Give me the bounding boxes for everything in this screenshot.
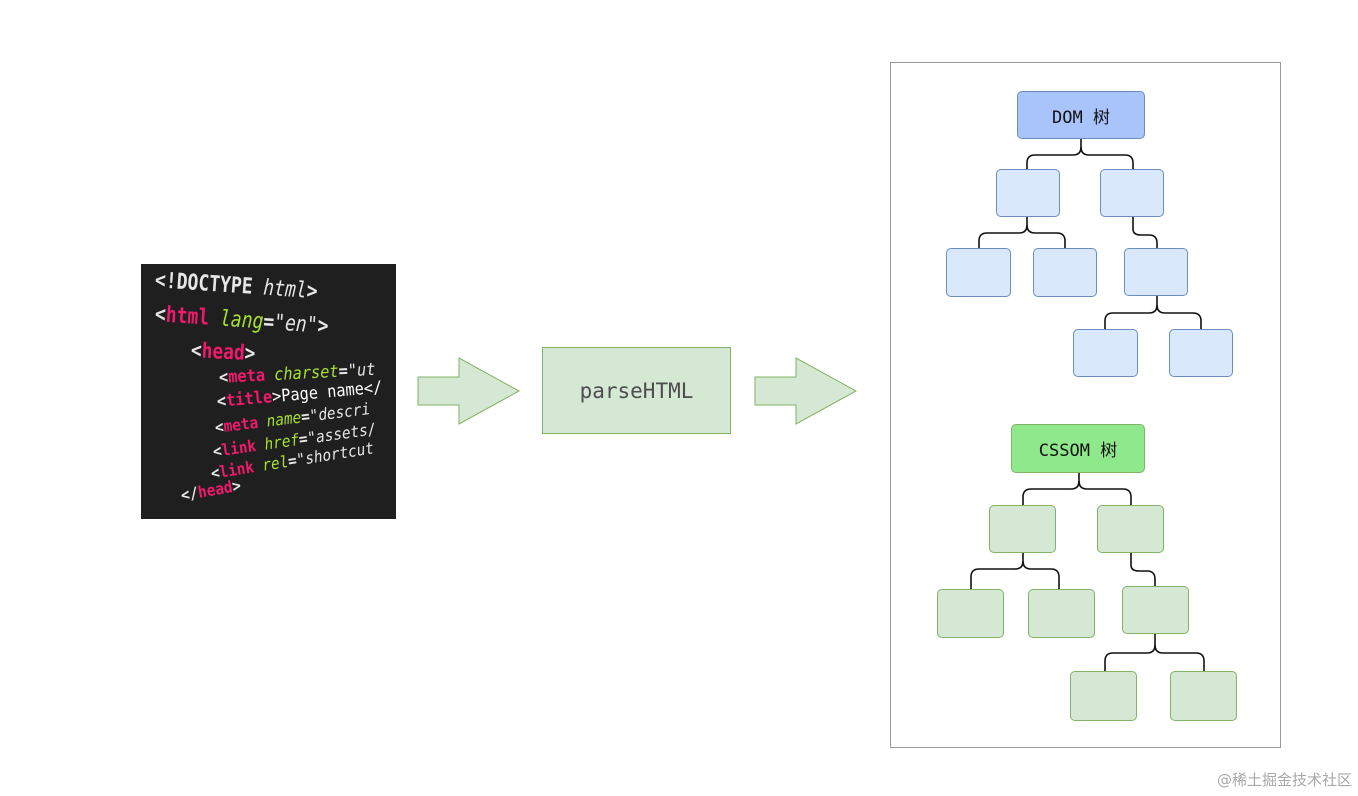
dom-edge	[1080, 146, 1134, 169]
cssom-tree-root: CSSOM 树	[1011, 424, 1145, 473]
parse-html-label: parseHTML	[579, 378, 694, 403]
code-line-doctype: <!DOCTYPE html>	[154, 268, 319, 305]
cssom-node	[1122, 586, 1189, 634]
cssom-node	[937, 589, 1004, 638]
html-code-image: <!DOCTYPE html> <html lang="en"> <head> …	[141, 264, 396, 519]
cssom-edge	[1078, 480, 1132, 505]
dom-node	[946, 248, 1011, 297]
cssom-tree-label: CSSOM 树	[1038, 441, 1118, 461]
cssom-node	[989, 505, 1056, 553]
dom-tree-label: DOM 树	[1052, 107, 1110, 128]
dom-node	[1100, 169, 1164, 217]
cssom-node	[1097, 505, 1164, 553]
dom-node	[996, 169, 1060, 217]
dom-node	[1169, 329, 1233, 377]
code-line-html: <html lang="en">	[154, 302, 330, 340]
cssom-edge	[1130, 553, 1156, 586]
parse-html-box: parseHTML	[542, 347, 731, 434]
dom-edge	[1132, 217, 1158, 248]
cssom-edge	[1022, 560, 1060, 589]
cssom-edge	[1104, 634, 1156, 671]
cssom-node	[1070, 671, 1137, 721]
dom-tree-root: DOM 树	[1017, 91, 1145, 139]
code-line-head-close: </head>	[179, 475, 243, 505]
dom-edge	[978, 217, 1028, 248]
dom-edge	[1104, 296, 1158, 329]
dom-edge	[1156, 304, 1202, 329]
dom-node	[1124, 248, 1188, 296]
arrow-right-icon	[754, 357, 858, 425]
arrow-right-icon	[417, 357, 521, 425]
cssom-node	[1170, 671, 1237, 721]
tree-output-frame: DOM 树 CSSOM 树	[890, 62, 1281, 748]
dom-node	[1033, 248, 1097, 297]
dom-edge	[1026, 139, 1082, 169]
cssom-edge	[1154, 644, 1205, 671]
cssom-node	[1028, 589, 1095, 638]
dom-edge	[1026, 224, 1066, 248]
cssom-edge	[970, 553, 1024, 589]
watermark: @稀土掘金技术社区	[1216, 771, 1352, 789]
dom-node	[1073, 329, 1138, 377]
tree-connectors	[970, 139, 1205, 671]
cssom-edge	[1022, 473, 1080, 505]
code-line-head: <head>	[190, 338, 257, 366]
